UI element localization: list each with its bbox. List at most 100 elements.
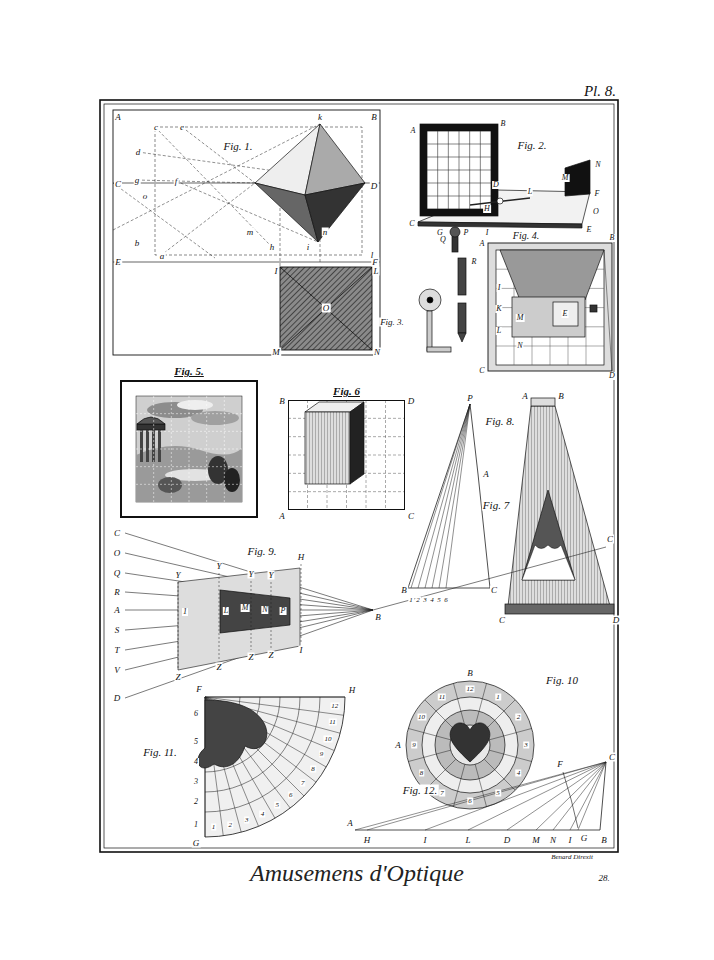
figure-letter: l bbox=[370, 251, 375, 260]
figure-letter: 8 bbox=[419, 770, 425, 777]
figure-letter: Fig. 3. bbox=[379, 318, 405, 327]
figure-letter: G bbox=[192, 839, 201, 848]
box-front bbox=[305, 412, 350, 484]
figure-letter: O bbox=[322, 304, 331, 313]
figure-letter: I bbox=[497, 284, 502, 292]
figure-letter: M bbox=[531, 836, 541, 845]
figure-frame-box: Fig. 5. bbox=[120, 365, 258, 518]
pyramid-body bbox=[508, 406, 610, 606]
figure-letter: O bbox=[113, 549, 122, 558]
figure-letter: P bbox=[280, 607, 287, 615]
dotted-ordinate bbox=[271, 582, 272, 648]
temple-column bbox=[140, 430, 143, 462]
figure-letter: 4 bbox=[260, 810, 266, 817]
temple-entablature bbox=[137, 424, 165, 430]
figure-letter: 11 bbox=[438, 693, 446, 700]
figure-letter: A bbox=[410, 127, 417, 135]
figure-letter: i bbox=[306, 243, 311, 252]
figure-letter: b bbox=[134, 239, 141, 248]
radial-line bbox=[475, 683, 486, 726]
grid-line bbox=[469, 131, 470, 209]
figure-letter: B bbox=[374, 613, 382, 622]
radial-line bbox=[425, 700, 456, 731]
construction-line bbox=[604, 250, 612, 371]
figure-letter: o bbox=[142, 192, 149, 201]
rod-ring bbox=[497, 198, 503, 204]
grid-line bbox=[206, 396, 207, 502]
arc-line bbox=[563, 772, 578, 828]
figure-letter: H bbox=[483, 205, 491, 213]
figure-letter: D bbox=[370, 182, 379, 191]
figure-letter: 6 bbox=[443, 597, 449, 604]
figure-letter: I bbox=[274, 267, 279, 276]
figure-letter: D bbox=[407, 397, 416, 406]
dotted-ordinate bbox=[178, 582, 179, 670]
octahedron-face bbox=[305, 124, 365, 195]
landscape-picture bbox=[136, 396, 242, 502]
radial-line bbox=[489, 728, 532, 739]
figure-letter: I bbox=[299, 646, 304, 655]
heart-figure bbox=[450, 723, 490, 762]
radial-line bbox=[475, 764, 486, 807]
octahedron-face bbox=[305, 183, 365, 242]
figure-letter: 7 bbox=[439, 790, 445, 797]
figure-letter: Q bbox=[113, 569, 122, 578]
figure-letter: 9 bbox=[411, 742, 417, 749]
pyramid-top bbox=[531, 398, 555, 406]
figure-letter: A bbox=[482, 470, 490, 479]
engraving bbox=[100, 100, 618, 852]
viewing-box bbox=[512, 297, 585, 337]
grid-line bbox=[136, 431, 242, 432]
radial-line bbox=[484, 759, 515, 790]
figure-heading: Fig. 6 bbox=[288, 385, 405, 397]
figure-letter: S bbox=[114, 626, 121, 635]
figure-letter: 10 bbox=[417, 714, 426, 721]
figure-letter: Fig. 8. bbox=[484, 416, 515, 427]
figure-letter: C bbox=[606, 535, 614, 544]
grid-line bbox=[427, 196, 491, 197]
grid-line bbox=[136, 449, 242, 450]
figure-letter: 6 bbox=[193, 710, 199, 718]
figure-letter: 1 bbox=[182, 608, 188, 616]
figure-letter: N bbox=[261, 606, 268, 614]
figure-letter: C bbox=[114, 180, 122, 189]
figure-letter: 2 bbox=[415, 597, 421, 604]
figure-letter: 3 bbox=[523, 742, 529, 749]
cloud bbox=[177, 400, 213, 410]
eyepiece-hole bbox=[427, 297, 433, 303]
construction-line bbox=[408, 588, 490, 589]
projected-plane bbox=[178, 568, 300, 670]
figure-letter: Z bbox=[174, 673, 181, 682]
temple-column bbox=[146, 430, 149, 462]
figure-letter: 5 bbox=[436, 597, 442, 604]
drawing-frame bbox=[488, 243, 612, 371]
figure-letter: H bbox=[297, 553, 306, 562]
radial-line bbox=[408, 750, 451, 761]
construction-line bbox=[478, 474, 490, 588]
radial-line bbox=[205, 697, 345, 698]
figure-letter: 4 bbox=[193, 758, 199, 766]
figure-letter: Y bbox=[174, 571, 181, 580]
eyepiece-stem bbox=[427, 311, 432, 351]
figure-letter: c bbox=[153, 123, 159, 132]
figure-letter: 3 bbox=[422, 597, 428, 604]
figure-letter: Z bbox=[267, 651, 274, 660]
figure-letter: Y bbox=[267, 571, 274, 580]
figure-letter: C bbox=[407, 512, 415, 521]
figure-letter: R bbox=[113, 588, 121, 597]
figure-letter: 2 bbox=[228, 821, 234, 828]
projected-figure bbox=[220, 590, 290, 633]
grid-line bbox=[288, 491, 405, 492]
sight-ray bbox=[425, 762, 606, 830]
sight-ray bbox=[432, 404, 470, 588]
sight-ray bbox=[468, 762, 606, 830]
figure-letter: A bbox=[394, 741, 402, 750]
sight-ray bbox=[536, 762, 606, 830]
figure-letter: Y bbox=[247, 570, 254, 579]
figure-letter: B bbox=[370, 113, 378, 122]
figure-letter: D bbox=[492, 181, 500, 189]
radial-line bbox=[453, 683, 464, 726]
figure-letter: C bbox=[490, 586, 498, 595]
stand-knob bbox=[450, 227, 460, 237]
